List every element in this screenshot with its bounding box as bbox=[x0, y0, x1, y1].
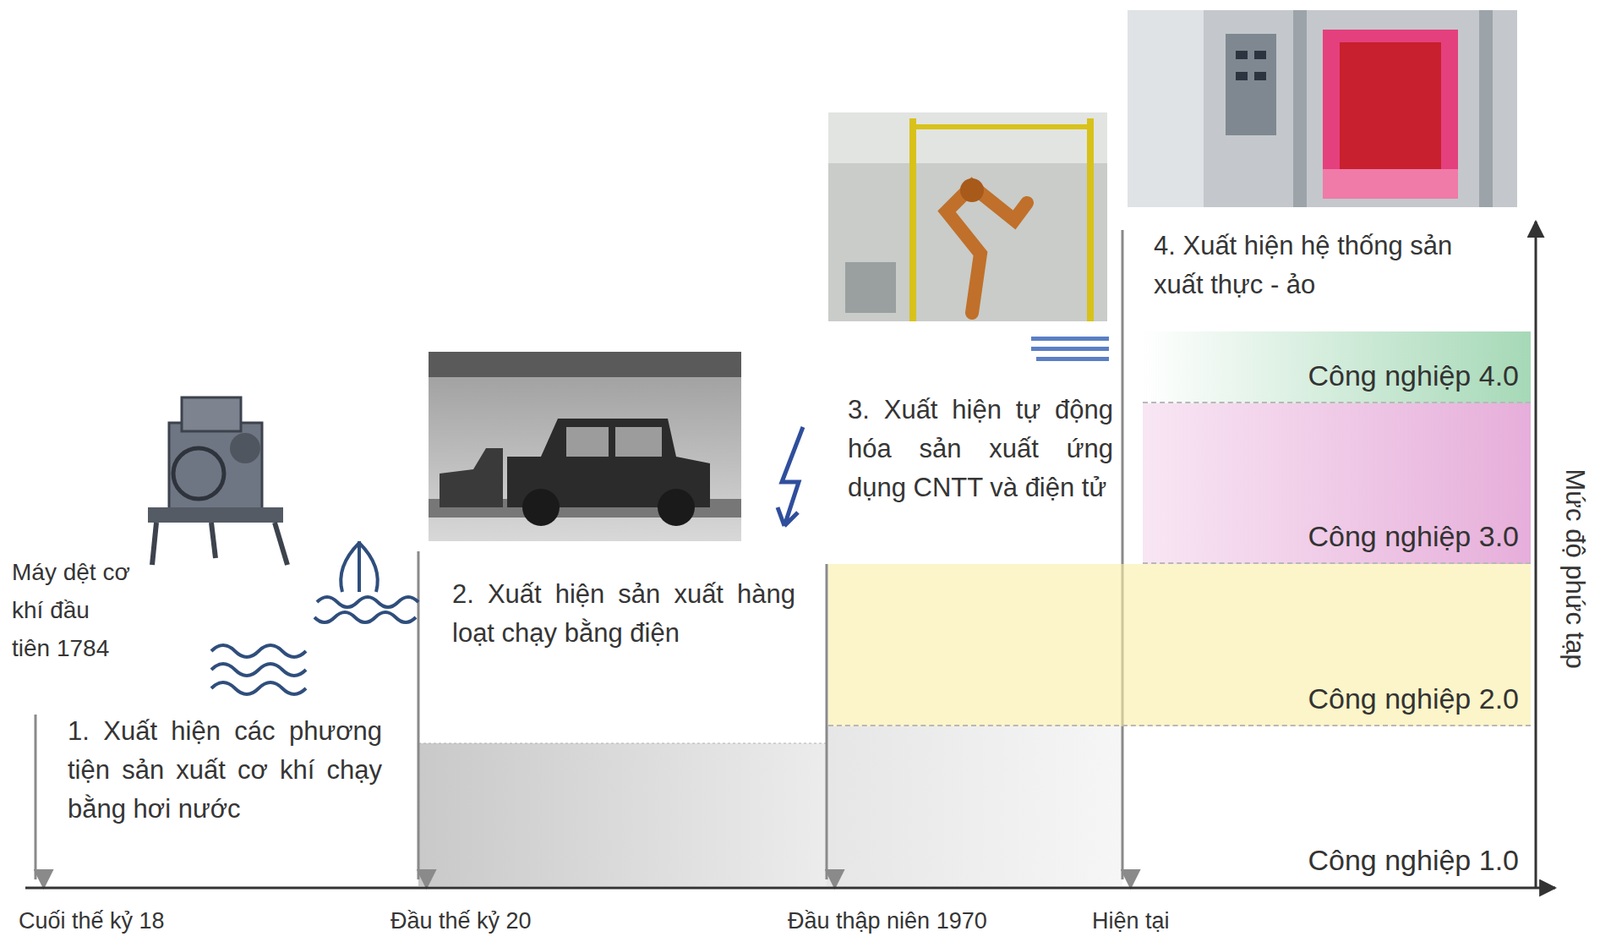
industry-band: Công nghiệp 2.0 bbox=[828, 563, 1531, 727]
gray-ground bbox=[418, 742, 827, 886]
robot-photo bbox=[828, 112, 1108, 322]
axis-label: Đầu thập niên 1970 bbox=[787, 906, 988, 934]
band-label: Công nghiệp 4.0 bbox=[1307, 358, 1519, 394]
era-description: 4. Xuất hiện hệ thống sản xuất thực - ảo bbox=[1153, 226, 1492, 305]
axis-label: Cuối thế kỷ 18 bbox=[18, 906, 165, 934]
time-axis bbox=[25, 886, 1556, 890]
binary-icon bbox=[1031, 336, 1109, 361]
era-line bbox=[34, 714, 38, 880]
loom-illustration bbox=[147, 397, 288, 565]
band-divider bbox=[418, 742, 827, 744]
axis-title: Mức độ phức tạp bbox=[1558, 425, 1590, 713]
lightning-icon bbox=[777, 426, 803, 526]
steam-icon bbox=[314, 540, 419, 623]
era-description: 1. Xuất hiện các phương tiện sản xuất cơ… bbox=[67, 711, 383, 829]
virtual-production-photo bbox=[1127, 10, 1518, 208]
industry-band: Công nghiệp 1.0 bbox=[1125, 727, 1531, 886]
industry-band: Công nghiệp 4.0 bbox=[1142, 331, 1531, 404]
era-description: 3. Xuất hiện tự động hóa sản xuất ứng dụ… bbox=[847, 390, 1114, 508]
water-icon bbox=[211, 644, 306, 694]
complexity-axis bbox=[1534, 221, 1538, 888]
axis-label: Đầu thế kỷ 20 bbox=[390, 906, 532, 934]
assembly-line-photo bbox=[428, 351, 742, 541]
era-description: 2. Xuất hiện sản xuất hàng loạt chạy bằn… bbox=[452, 574, 796, 653]
band-label: Công nghiệp 3.0 bbox=[1307, 518, 1519, 554]
band-label: Công nghiệp 2.0 bbox=[1307, 681, 1519, 716]
band-label: Công nghiệp 1.0 bbox=[1307, 842, 1519, 878]
industry-band: Công nghiệp 3.0 bbox=[1142, 403, 1531, 564]
machine-caption: Máy dệt cơ khí đầu tiên 1784 bbox=[11, 553, 131, 667]
axis-label: Hiện tại bbox=[1092, 906, 1170, 934]
era-line bbox=[1121, 229, 1125, 880]
gray-ground bbox=[826, 726, 1123, 886]
